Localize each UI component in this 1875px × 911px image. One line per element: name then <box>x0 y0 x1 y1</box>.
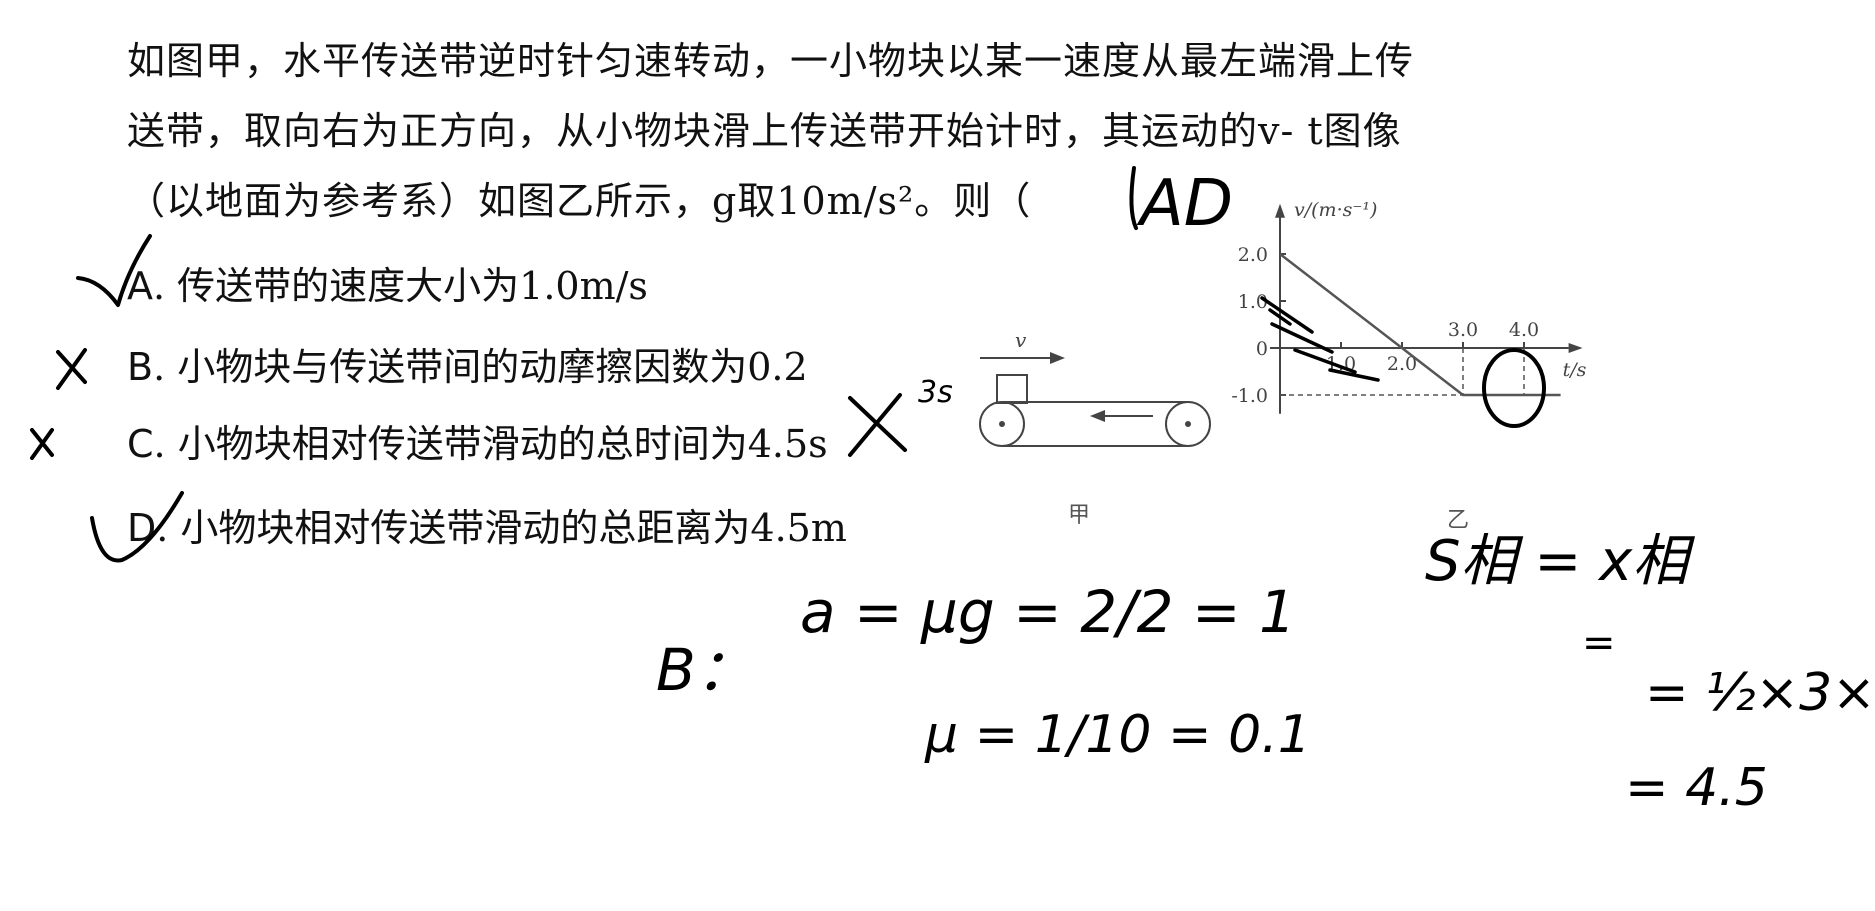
x-mark-b <box>56 348 87 390</box>
b-line-2: μ = 1/10 = 0.1 <box>924 705 1311 765</box>
hatch-stroke <box>1260 296 1314 334</box>
left-pulley-axle <box>999 421 1005 427</box>
handwritten-answer: AD <box>1136 167 1233 241</box>
answer-paren <box>1129 166 1138 230</box>
b-line-1: a = μg = 2/2 = 1 <box>800 578 1296 646</box>
caption-jia: 甲 <box>1068 503 1091 528</box>
y-axis-arrow <box>1275 203 1285 218</box>
option-a-text: . 传送带的速度大小为1.0m/s <box>153 264 648 308</box>
conveyor-figure: v <box>979 328 1211 447</box>
option-b-letter: B <box>127 345 154 389</box>
x-axis-label: t/s <box>1563 359 1587 381</box>
hatch-stroke <box>1293 348 1357 374</box>
right-pulley-axle <box>1185 421 1191 427</box>
belt-direction-arrow-head <box>1090 410 1105 422</box>
s-line-1: S相 = x相 <box>1425 529 1695 594</box>
y-tick-label: -1.0 <box>1231 385 1268 407</box>
x-mark-c <box>30 428 54 460</box>
question-line-2: 送带，取向右为正方向，从小物块滑上传送带开始计时，其运动的v- t图像 <box>127 109 1402 153</box>
circle-3-0 <box>1482 348 1546 428</box>
x-tick-label: 4.0 <box>1509 319 1539 341</box>
y-axis-label: v/(m·s⁻¹) <box>1294 199 1377 221</box>
option-c-letter: C <box>127 422 154 466</box>
x-tick-label: 2.0 <box>1387 353 1417 375</box>
question-line-1: 如图甲，水平传送带逆时针匀速转动，一小物块以某一速度从最左端滑上传 <box>127 39 1415 83</box>
option-c-text: . 小物块相对传送带滑动的总时间为4.5s <box>153 422 828 466</box>
option-b: B. 小物块与传送带间的动摩擦因数为0.2 <box>127 336 808 391</box>
check-mark-a <box>76 234 152 307</box>
option-d-text: . 小物块相对传送带滑动的总距离为4.5m <box>156 506 847 550</box>
y-tick-label: 2.0 <box>1238 244 1268 266</box>
hatch-stroke <box>1328 368 1380 382</box>
option-c: C. 小物块相对传送带滑动的总时间为4.5s <box>127 413 828 468</box>
hatch-stroke <box>1270 322 1334 354</box>
check-mark-d <box>90 491 184 563</box>
x-axis-arrow <box>1568 343 1583 353</box>
option-a: A. 传送带的速度大小为1.0m/s <box>127 255 648 310</box>
s-line-2: = ½×3×3 <box>1645 663 1875 723</box>
c-correction: 3s <box>918 375 953 410</box>
velocity-arrow-head <box>1050 352 1065 364</box>
y-tick-label: 1.0 <box>1238 291 1268 313</box>
s-equals: = <box>1582 620 1616 666</box>
s-line-3: = 4.5 <box>1625 758 1768 818</box>
b-label: B： <box>656 636 754 704</box>
option-d-letter: D <box>127 506 157 550</box>
velocity-label: v <box>1015 328 1027 352</box>
strike-4-5 <box>848 393 907 457</box>
y-tick-label: 0 <box>1256 338 1268 360</box>
vt-series-line <box>1279 253 1561 397</box>
caption-yi: 乙 <box>1447 508 1470 533</box>
hatch-stroke <box>1268 308 1292 326</box>
option-d: D. 小物块相对传送带滑动的总距离为4.5m <box>127 497 847 552</box>
question-line-3: （以地面为参考系）如图乙所示，g取10m/s²。则（ <box>127 179 1032 223</box>
option-b-text: . 小物块与传送带间的动摩擦因数为0.2 <box>153 345 808 389</box>
x-tick-label: 3.0 <box>1448 319 1478 341</box>
